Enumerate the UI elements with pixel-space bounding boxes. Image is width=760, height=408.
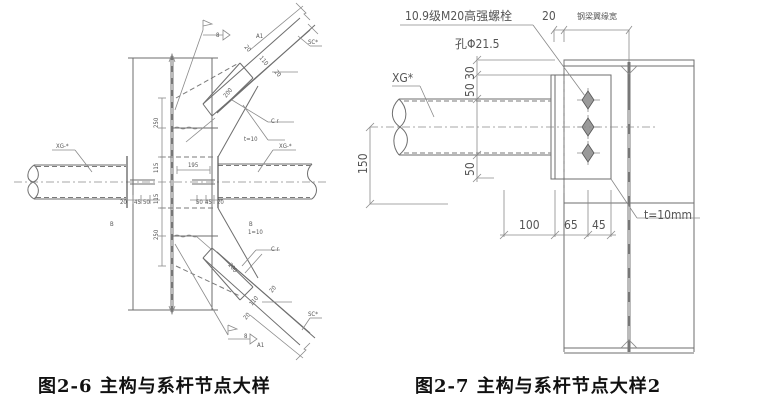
label-flange-width: 钢梁翼缘宽 [577, 11, 617, 21]
bolt-icon [577, 88, 600, 112]
dim-50-left: 50 [143, 199, 150, 206]
dim-195: 195 [188, 162, 198, 169]
dim-65: 65 [564, 218, 578, 232]
dim-20a-bottom: 20 [242, 311, 252, 321]
label-t10-top: t=10 [244, 136, 258, 143]
dim-20: 20 [542, 9, 556, 23]
label-a1-bottom: A1 [257, 342, 264, 349]
figure-2-7: 10.9级M20高强螺栓 孔Φ21.5 XG* 钢梁翼缘宽 t=10mm 20 … [356, 8, 700, 354]
dim-115-bottom: 115 [153, 194, 160, 204]
tie-rod-pipe [370, 98, 655, 156]
label-sc-bottom: SC* [308, 311, 318, 318]
label-cr-top: C r [271, 118, 279, 125]
dim-250-top: 250 [153, 117, 160, 128]
gusset-plates [130, 63, 259, 297]
dim-200-bottom: 200 [226, 262, 238, 275]
caption-figure-2-7: 图2-7 主构与系杆节点大样2 [415, 376, 662, 397]
label-weld-top: 8 [216, 32, 220, 39]
diagonal-brace-bottom [202, 247, 316, 361]
tie-rod-left [27, 156, 128, 208]
dim-150: 150 [356, 153, 370, 174]
dim-20b-top: 20 [272, 69, 282, 79]
label-b-right: B [249, 221, 253, 228]
label-bolt-spec: 10.9级M20高强螺栓 [405, 8, 512, 23]
label-xg-left: XG-* [56, 143, 69, 150]
dim-20-right: 20 [217, 199, 224, 206]
label-b-left: B [110, 221, 114, 228]
dim-110-bottom: 110 [248, 294, 260, 307]
dimension-lines [365, 25, 633, 240]
dim-50-top: 50 [463, 83, 477, 97]
steel-beam [563, 30, 695, 354]
label-hole-diameter: 孔Φ21.5 [455, 37, 500, 51]
dim-20a-top: 20 [242, 44, 252, 54]
dim-20-left: 20 [120, 199, 127, 206]
label-sc-top: SC* [308, 39, 318, 46]
tie-rod-right [217, 156, 317, 208]
dim-45-left: 45 [134, 199, 141, 206]
label-weld-bottom: 8 [244, 333, 248, 340]
weld-symbols [174, 19, 258, 345]
dim-20b-bottom: 20 [268, 284, 278, 294]
figure-2-6: XG-* XG-* SC* SC* A1 A1 B B t=10 1=10 8 … [14, 2, 326, 361]
label-plate-thickness: t=10mm [644, 208, 692, 222]
end-plate [550, 60, 612, 195]
dim-45: 45 [592, 218, 606, 232]
bolt-icon [577, 141, 600, 165]
bolts [577, 88, 600, 165]
dim-50-bottom: 50 [463, 162, 477, 176]
dim-45-right: 45 [205, 199, 212, 206]
vertical-dimension-chain [126, 97, 222, 267]
caption-figure-2-6: 图2-6 主构与系杆节点大样 [38, 376, 271, 397]
dim-115-top: 115 [153, 163, 160, 173]
dim-250-bottom: 250 [153, 229, 160, 240]
right-label-leaders [392, 24, 700, 219]
dim-30: 30 [463, 66, 477, 80]
label-a1-top: A1 [256, 33, 263, 40]
dim-100: 100 [519, 218, 540, 232]
label-cr-bottom: C r [271, 246, 279, 253]
dim-110-top: 110 [257, 55, 269, 68]
label-t10-bottom: 1=10 [248, 229, 263, 236]
dim-50-right: 50 [196, 199, 203, 206]
label-xg: XG* [392, 71, 414, 85]
label-xg-right: XG-* [279, 143, 292, 150]
diagonal-brace-top [202, 2, 319, 117]
label-leaders [52, 35, 322, 331]
